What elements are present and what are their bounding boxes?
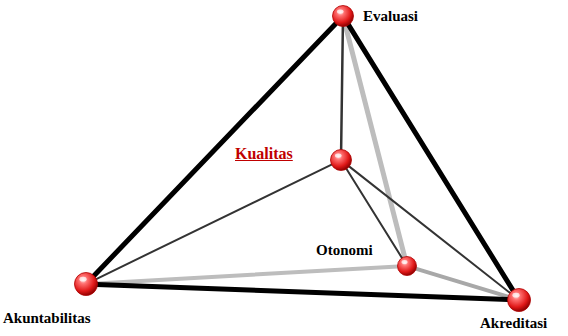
sphere-highlight: [79, 277, 86, 282]
tetrahedron-edge: [93, 23, 336, 276]
sphere-shape: [397, 256, 417, 276]
tetrahedron-edge: [348, 24, 513, 290]
sphere-node: Otonomi: [397, 256, 417, 276]
sphere-node: Evaluasi: [332, 5, 354, 27]
sphere-shape: [74, 272, 98, 296]
sphere-body: [331, 150, 352, 171]
sphere-highlight: [335, 153, 342, 157]
vertex-label: Akreditasi: [480, 315, 547, 332]
sphere-shape: [332, 5, 354, 27]
sphere-shape: [507, 288, 531, 312]
sphere-body: [398, 257, 417, 276]
tetrahedron-edge: [349, 166, 511, 293]
vertex-label: Evaluasi: [363, 8, 418, 25]
tetrahedron-edge: [96, 164, 332, 279]
vertex-label: Akuntabilitas: [3, 310, 91, 327]
key-concept-label: Kualitas: [235, 145, 293, 163]
tetrahedron-edge: [97, 267, 398, 284]
sphere-node: Akreditasi: [507, 288, 531, 312]
vertex-label: Otonomi: [316, 242, 373, 259]
sphere-node: Kualitas: [330, 149, 352, 171]
sphere-highlight: [337, 9, 344, 13]
tetrahedron-edge: [341, 26, 343, 150]
sphere-highlight: [402, 260, 408, 264]
tetrahedron-edge: [416, 269, 509, 297]
sphere-node: Akuntabilitas: [74, 272, 98, 296]
sphere-body: [333, 6, 354, 27]
sphere-body: [75, 273, 98, 296]
tetrahedron-edge: [97, 284, 508, 299]
sphere-body: [508, 289, 531, 312]
sphere-highlight: [512, 293, 519, 298]
tetrahedron-edge: [345, 26, 404, 258]
sphere-shape: [330, 149, 352, 171]
